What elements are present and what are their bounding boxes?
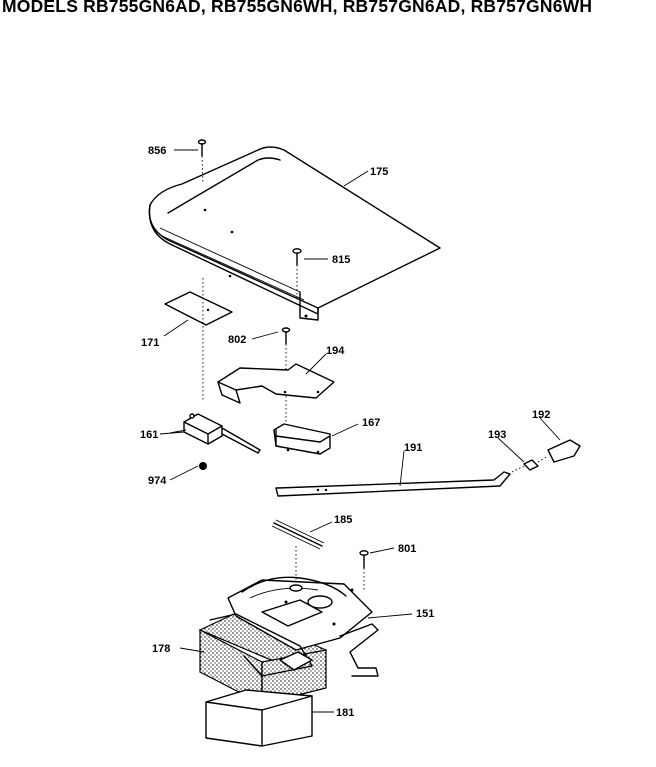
part-815-screw[interactable] [292, 248, 302, 300]
part-167-bracket[interactable] [273, 423, 331, 455]
part-801-screw[interactable] [359, 550, 369, 590]
part-192-knob[interactable] [537, 439, 581, 463]
label-801: 801 [398, 543, 416, 555]
part-181-pad[interactable] [205, 689, 313, 747]
label-856: 856 [148, 145, 166, 157]
label-194: 194 [326, 345, 345, 357]
label-178: 178 [152, 643, 170, 655]
part-193-connector[interactable] [511, 459, 539, 473]
label-974: 974 [148, 475, 167, 487]
label-151: 151 [416, 608, 434, 620]
part-171-plate[interactable] [164, 278, 233, 400]
label-815: 815 [332, 254, 350, 266]
label-185: 185 [334, 514, 352, 526]
leader-lines [159, 149, 561, 713]
label-181: 181 [336, 707, 354, 719]
label-167: 167 [362, 417, 380, 429]
part-175-cover[interactable] [148, 146, 441, 321]
part-161-switch[interactable] [169, 413, 261, 454]
part-194-bracket[interactable] [217, 363, 335, 404]
part-191-rod[interactable] [275, 471, 511, 497]
label-161: 161 [140, 429, 158, 441]
part-labels: 856 175 815 171 802 194 161 167 191 193 … [140, 145, 550, 719]
part-151-motor-assembly[interactable] [209, 576, 379, 677]
part-974-nut[interactable] [199, 462, 207, 470]
label-192: 192 [532, 409, 550, 421]
part-802-screw[interactable] [281, 327, 291, 430]
page-title: MODELS RB755GN6AD, RB755GN6WH, RB757GN6A… [2, 0, 593, 16]
part-856-screw[interactable] [197, 139, 207, 185]
label-802: 802 [228, 334, 246, 346]
label-191: 191 [404, 442, 422, 454]
label-193: 193 [488, 429, 506, 441]
label-171: 171 [141, 337, 159, 349]
label-175: 175 [370, 166, 388, 178]
